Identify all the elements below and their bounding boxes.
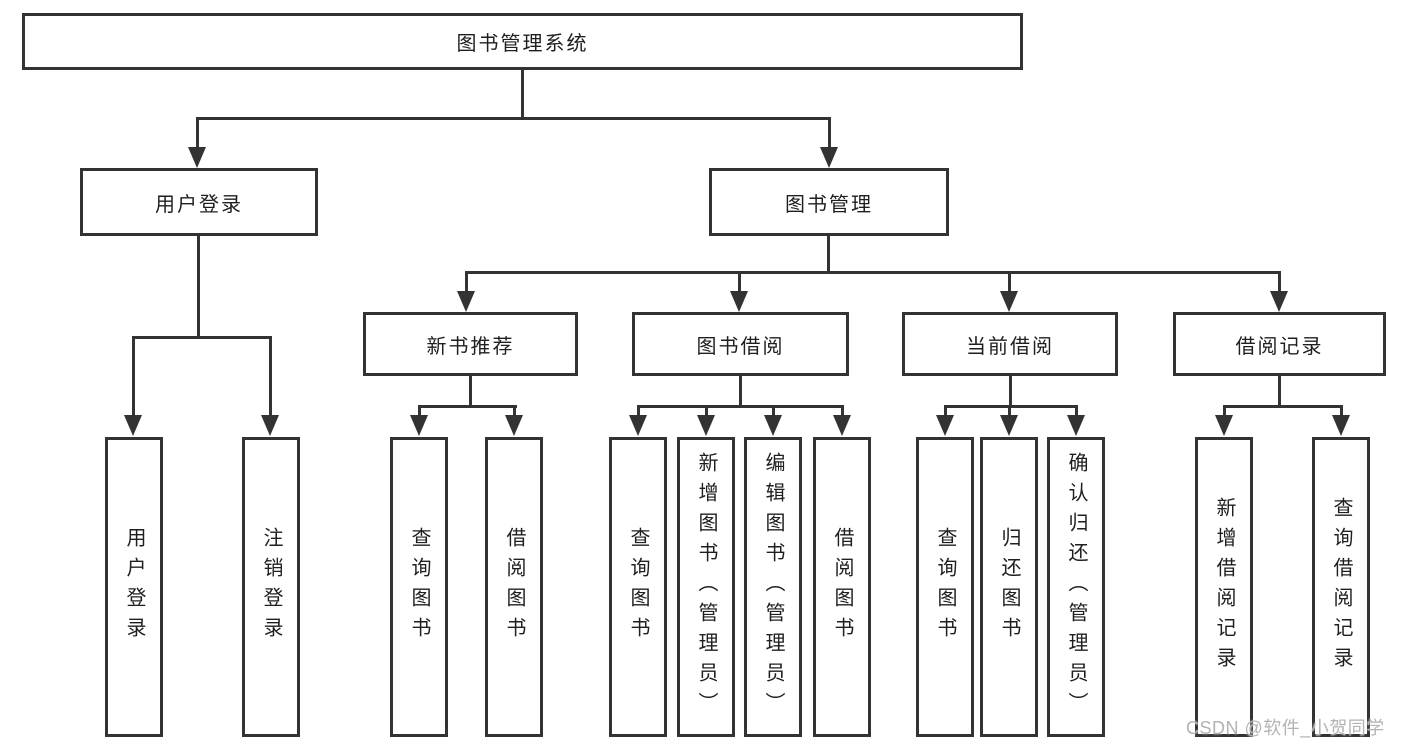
arrow-sec1-child0 <box>629 415 647 436</box>
connector-sec2-child1 <box>1008 405 1011 417</box>
connector-to-leaf-login <box>132 336 135 416</box>
connector-to-current-borrow <box>1008 271 1011 293</box>
node-user-login-label: 用户登录 <box>155 193 243 216</box>
connector-sec3-child0 <box>1223 405 1226 417</box>
leaf-add-borrow-record-label: 新增借阅记录 <box>1213 497 1235 677</box>
connector-sec3-stem <box>1278 376 1281 407</box>
arrow-to-new-book <box>457 291 475 312</box>
arrow-sec0-child1 <box>505 415 523 436</box>
connector-sec0-branch <box>418 405 517 408</box>
leaf-edit-books-admin-label: 编辑图书（管理员） <box>762 452 784 722</box>
arrow-sec1-child1 <box>697 415 715 436</box>
connector-sec2-stem <box>1009 376 1012 407</box>
arrow-to-borrow-records <box>1270 291 1288 312</box>
leaf-query-borrow-record: 查询借阅记录 <box>1312 437 1370 737</box>
connector-to-book-borrow <box>738 271 741 293</box>
arrow-sec1-child2 <box>764 415 782 436</box>
connector-sec0-child0 <box>418 405 421 417</box>
node-new-book-recommend-label: 新书推荐 <box>426 335 515 358</box>
node-library-system: 图书管理系统 <box>22 13 1023 70</box>
leaf-user-login-label: 用户登录 <box>123 527 145 647</box>
connector-root-branch <box>196 117 831 120</box>
connector-to-new-book <box>465 271 468 293</box>
arrow-sec2-child0 <box>936 415 954 436</box>
connector-sec2-child2 <box>1075 405 1078 417</box>
connector-sec1-stem <box>739 376 742 407</box>
arrow-sec1-child3 <box>833 415 851 436</box>
leaf-add-borrow-record: 新增借阅记录 <box>1195 437 1253 737</box>
connector-sec2-child0 <box>944 405 947 417</box>
leaf-borrow-query-books-label: 查询图书 <box>627 527 649 647</box>
node-user-login: 用户登录 <box>80 168 318 236</box>
connector-sec3-child1 <box>1340 405 1343 417</box>
arrow-to-leaf-login <box>124 415 142 436</box>
node-book-borrow: 图书借阅 <box>632 312 849 376</box>
arrow-to-leaf-logout <box>261 415 279 436</box>
connector-to-leaf-logout <box>269 336 272 416</box>
node-current-borrow-label: 当前借阅 <box>966 335 1054 358</box>
node-borrow-records: 借阅记录 <box>1173 312 1386 376</box>
connector-user-login-stem <box>197 236 200 338</box>
connector-sec1-child2 <box>772 405 775 417</box>
connector-book-mgmt-branch <box>465 271 1281 274</box>
leaf-return-books: 归还图书 <box>980 437 1038 737</box>
leaf-current-query-books: 查询图书 <box>916 437 974 737</box>
node-book-management: 图书管理 <box>709 168 949 236</box>
node-book-borrow-label: 图书借阅 <box>696 335 785 358</box>
connector-to-user-login <box>196 117 199 150</box>
node-library-system-label: 图书管理系统 <box>456 33 589 55</box>
connector-sec1-child3 <box>841 405 844 417</box>
arrow-sec3-child1 <box>1332 415 1350 436</box>
leaf-recommend-borrow-books: 借阅图书 <box>485 437 543 737</box>
leaf-borrow-query-books: 查询图书 <box>609 437 667 737</box>
arrow-sec0-child0 <box>410 415 428 436</box>
arrow-to-book-borrow <box>730 291 748 312</box>
leaf-recommend-query-books-label: 查询图书 <box>408 527 430 647</box>
arrow-sec3-child0 <box>1215 415 1233 436</box>
leaf-confirm-return-admin-label: 确认归还（管理员） <box>1065 452 1087 722</box>
node-new-book-recommend: 新书推荐 <box>363 312 578 376</box>
leaf-logout: 注销登录 <box>242 437 300 737</box>
csdn-watermark: CSDN @软件_小贺同学 <box>1186 718 1385 738</box>
connector-user-login-branch <box>132 336 272 339</box>
connector-sec1-child0 <box>637 405 640 417</box>
leaf-recommend-borrow-books-label: 借阅图书 <box>503 527 525 647</box>
arrow-sec2-child1 <box>1000 415 1018 436</box>
connector-sec0-stem <box>469 376 472 407</box>
leaf-recommend-query-books: 查询图书 <box>390 437 448 737</box>
leaf-borrow-borrow-books-label: 借阅图书 <box>831 527 853 647</box>
leaf-query-borrow-record-label: 查询借阅记录 <box>1330 497 1352 677</box>
leaf-edit-books-admin: 编辑图书（管理员） <box>744 437 802 737</box>
leaf-user-login: 用户登录 <box>105 437 163 737</box>
connector-root-stem <box>521 70 524 118</box>
arrow-to-book-mgmt <box>820 147 838 168</box>
node-borrow-records-label: 借阅记录 <box>1235 335 1324 358</box>
leaf-current-query-books-label: 查询图书 <box>934 527 956 647</box>
leaf-return-books-label: 归还图书 <box>998 527 1020 647</box>
leaf-logout-label: 注销登录 <box>260 527 282 647</box>
leaf-add-books-admin: 新增图书（管理员） <box>677 437 735 737</box>
arrow-to-user-login <box>188 147 206 168</box>
connector-to-borrow-records <box>1278 271 1281 293</box>
connector-sec1-branch <box>637 405 844 408</box>
connector-sec3-branch <box>1223 405 1343 408</box>
node-book-management-label: 图书管理 <box>785 193 873 216</box>
leaf-add-books-admin-label: 新增图书（管理员） <box>695 452 717 722</box>
node-current-borrow: 当前借阅 <box>902 312 1118 376</box>
connector-sec2-branch <box>944 405 1078 408</box>
connector-to-book-mgmt <box>828 117 831 150</box>
arrow-to-current-borrow <box>1000 291 1018 312</box>
connector-sec0-child1 <box>513 405 516 417</box>
arrow-sec2-child2 <box>1067 415 1085 436</box>
connector-sec1-child1 <box>705 405 708 417</box>
leaf-confirm-return-admin: 确认归还（管理员） <box>1047 437 1105 737</box>
leaf-borrow-borrow-books: 借阅图书 <box>813 437 871 737</box>
connector-book-mgmt-stem <box>827 236 830 274</box>
